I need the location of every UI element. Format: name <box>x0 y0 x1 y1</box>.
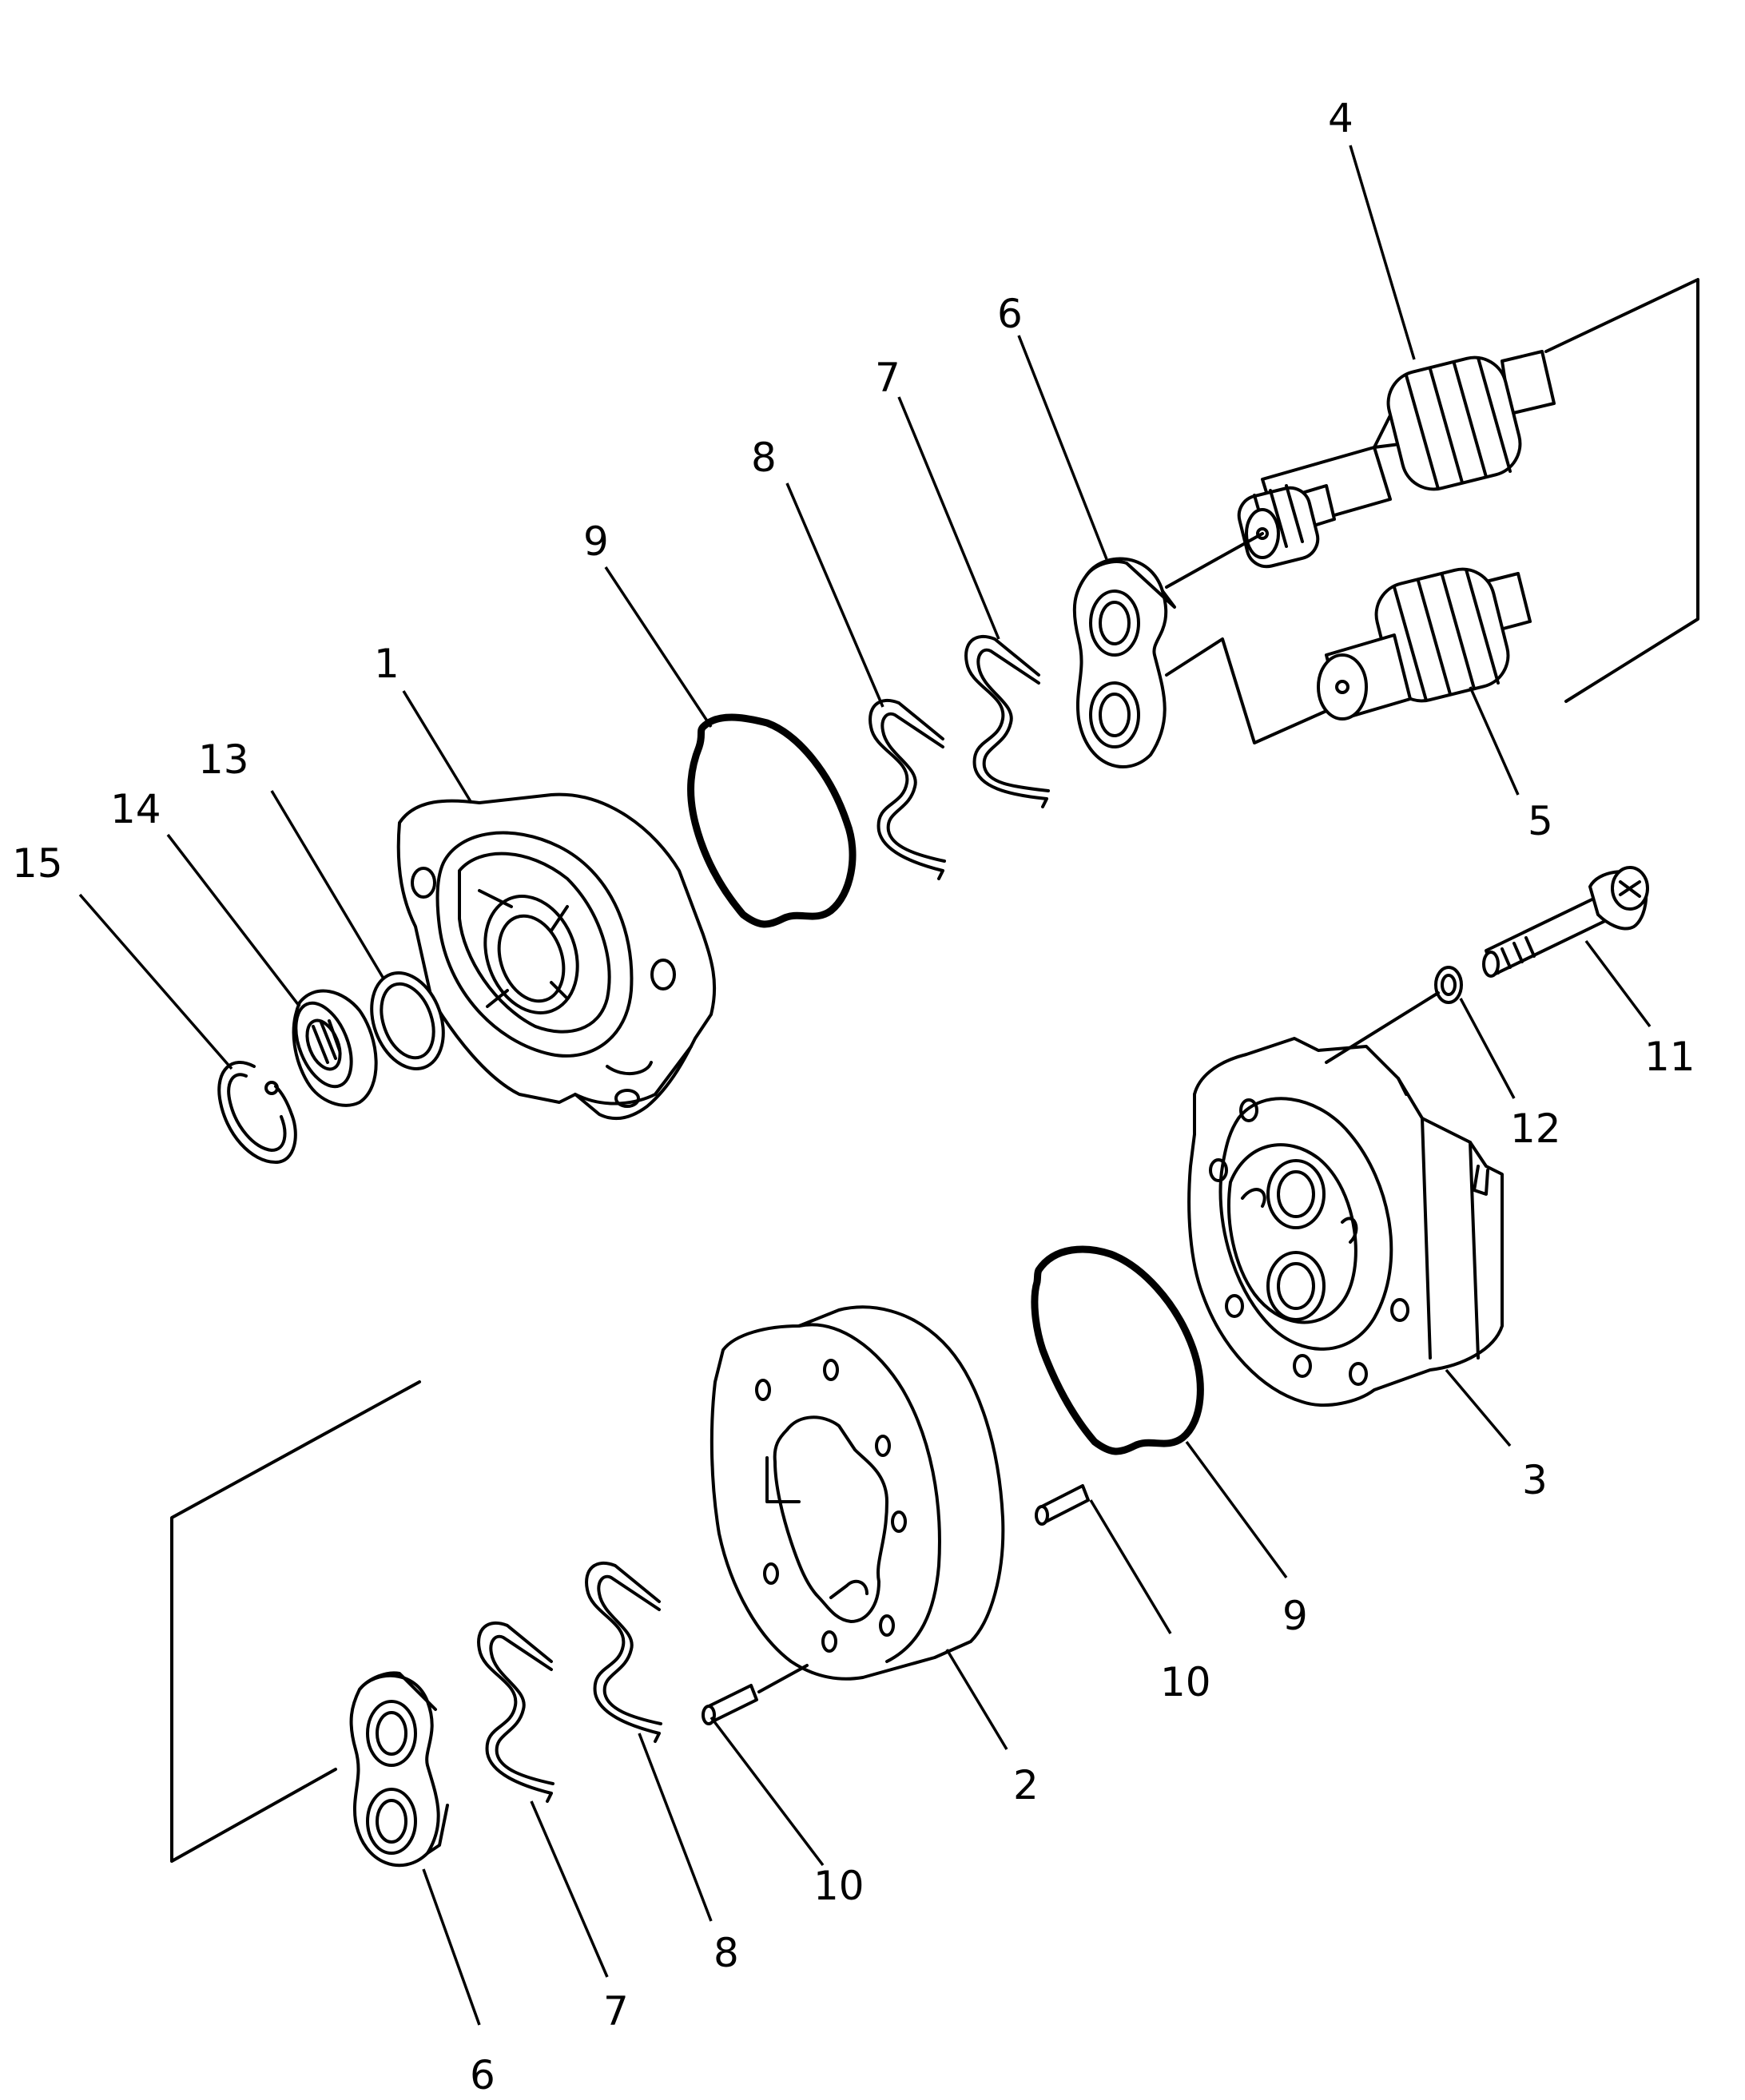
leader-lines <box>78 145 1652 2026</box>
label-part-6-upper: 6 <box>997 291 1023 337</box>
label-part-7-lower: 7 <box>603 1988 629 2034</box>
label-part-8-upper: 8 <box>751 435 777 481</box>
guide-line-bolt-housing <box>1325 991 1440 1064</box>
guide-line-shaft-4 <box>1165 532 1264 589</box>
part-14-bearing <box>292 989 378 1107</box>
guide-line-pin-to-case <box>757 1664 809 1693</box>
part-7-upper-seal <box>964 634 1050 808</box>
label-part-15: 15 <box>12 840 63 887</box>
guide-line-shaft-5 <box>1165 637 1328 744</box>
label-part-9-upper: 9 <box>583 518 609 565</box>
label-part-1: 1 <box>374 641 399 687</box>
part-9-lower-o-ring <box>1031 1245 1204 1455</box>
part-labels: 4 6 7 8 9 1 13 14 15 5 11 12 3 9 10 2 10… <box>12 95 1695 2098</box>
part-8-upper-seal <box>869 698 946 880</box>
part-13-washer <box>370 971 445 1071</box>
label-part-10-left: 10 <box>813 1863 865 1909</box>
part-10-left-dowel-pin <box>702 1684 758 1725</box>
part-11-bolt <box>1482 866 1649 978</box>
part-15-snap-ring <box>217 1061 297 1164</box>
part-7-lower-seal <box>477 1621 555 1803</box>
bracket-line-lower-plates <box>170 1380 421 1863</box>
part-6-lower-bushing-plate <box>349 1671 449 1868</box>
part-1-front-cover <box>396 792 717 1121</box>
label-part-14: 14 <box>110 786 161 832</box>
label-part-5: 5 <box>1528 798 1553 844</box>
label-part-2: 2 <box>1013 1762 1039 1808</box>
part-4-drive-shaft <box>1237 350 1556 569</box>
label-part-10-right: 10 <box>1160 1659 1211 1705</box>
label-part-3: 3 <box>1522 1457 1548 1503</box>
part-5-driven-shaft <box>1317 567 1532 721</box>
label-part-9-lower: 9 <box>1282 1593 1308 1639</box>
bracket-line-upper-shafts <box>1544 278 1699 703</box>
label-part-8-lower: 8 <box>714 1930 739 1976</box>
label-part-12: 12 <box>1510 1106 1561 1152</box>
label-part-13: 13 <box>198 736 249 783</box>
part-10-right-dowel-pin <box>1035 1484 1090 1526</box>
label-part-6-lower: 6 <box>470 2052 495 2098</box>
label-part-7-upper: 7 <box>875 355 900 401</box>
part-6-upper-bushing-plate <box>1072 557 1176 768</box>
label-part-11: 11 <box>1644 1034 1695 1080</box>
part-12-washer <box>1434 966 1463 1004</box>
part-9-upper-o-ring <box>687 713 857 928</box>
part-8-lower-seal <box>585 1561 662 1743</box>
part-2-gear-case <box>710 1305 1005 1681</box>
label-part-4: 4 <box>1328 95 1353 141</box>
part-3-rear-housing <box>1187 1037 1504 1407</box>
